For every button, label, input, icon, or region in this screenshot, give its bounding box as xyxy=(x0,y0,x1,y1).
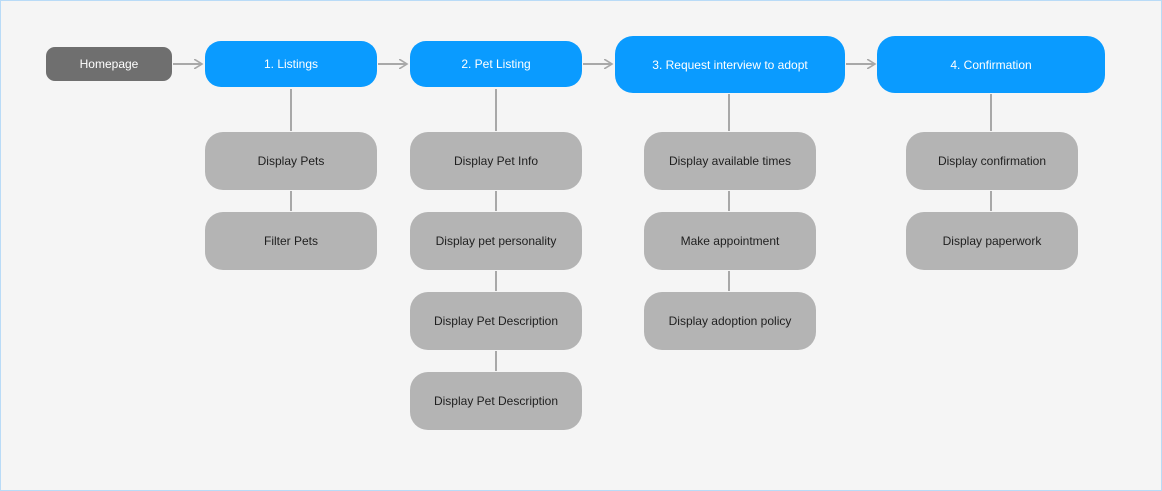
display-pet-personality-node: Display pet personality xyxy=(410,212,582,270)
homepage-node: Homepage xyxy=(46,47,172,81)
step-listings-node: 1. Listings xyxy=(205,41,377,87)
display-pet-description-node: Display Pet Description xyxy=(410,292,582,350)
make-appointment-node: Make appointment xyxy=(644,212,816,270)
step-pet-listing-node: 2. Pet Listing xyxy=(410,41,582,87)
display-pets-node: Display Pets xyxy=(205,132,377,190)
display-adoption-policy-node: Display adoption policy xyxy=(644,292,816,350)
step-confirmation-node: 4. Confirmation xyxy=(877,36,1105,93)
filter-pets-node: Filter Pets xyxy=(205,212,377,270)
display-paperwork-node: Display paperwork xyxy=(906,212,1078,270)
step-request-interview-node: 3. Request interview to adopt xyxy=(615,36,845,93)
display-available-times-node: Display available times xyxy=(644,132,816,190)
display-pet-description-node: Display Pet Description xyxy=(410,372,582,430)
display-pet-info-node: Display Pet Info xyxy=(410,132,582,190)
display-confirmation-node: Display confirmation xyxy=(906,132,1078,190)
